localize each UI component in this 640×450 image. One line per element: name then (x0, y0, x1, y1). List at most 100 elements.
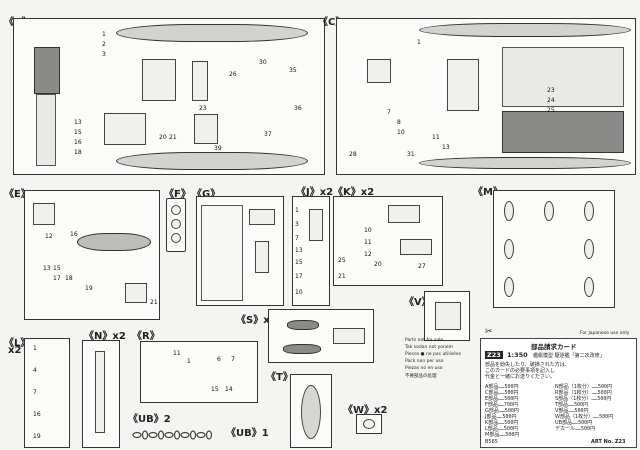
part-f-disc (171, 205, 181, 215)
part-j-mast (309, 209, 323, 241)
part-number: 13 (43, 265, 51, 272)
part-c-block1 (367, 59, 391, 83)
part-number: 25 (547, 107, 555, 114)
price-value: ……500円 (572, 420, 593, 426)
part-number: 4 (33, 367, 37, 374)
part-number: 23 (199, 105, 207, 112)
price-part: G部品 (485, 408, 499, 414)
part-number: 6 (217, 356, 221, 363)
part-number: 15 (211, 386, 219, 393)
price-value: ……500円 (591, 390, 612, 396)
part-number: 1 (187, 358, 191, 365)
part-number: 7 (295, 235, 299, 242)
part-number: 16 (74, 139, 82, 146)
part-number: 12 (364, 251, 372, 258)
price-part: J部品 (485, 414, 497, 420)
price-value: ……500円 (497, 426, 518, 432)
part-number: 1 (295, 207, 299, 214)
part-e-block1 (33, 203, 55, 225)
price-part: C部品 (485, 390, 499, 396)
part-number: 27 (418, 263, 426, 270)
sprue-s (268, 309, 374, 363)
sprue-a: 1 2 3 13 15 16 18 20 21 23 26 30 35 36 3… (13, 18, 325, 175)
part-number: 35 (289, 67, 297, 74)
part-s-aircraft (287, 320, 319, 330)
part-number: 16 (33, 411, 41, 418)
sprue-g (196, 196, 284, 306)
part-number: 37 (264, 131, 272, 138)
sprue-w (356, 414, 382, 434)
price-part: N部品（1枚分） (555, 384, 592, 390)
part-number: 15 (74, 129, 82, 136)
notice-line: Pieces ● ne pas utilisées (405, 352, 462, 357)
part-number: 15 (53, 265, 61, 272)
part-v-block (435, 302, 461, 330)
part-g-block (255, 241, 269, 273)
kit-name: 艦艇模型 駆逐艦「第二次改修」 (533, 353, 605, 359)
kit-code: Z23 (485, 351, 503, 359)
price-part: UB部品 (555, 420, 573, 426)
price-value: ……500円 (591, 396, 612, 402)
price-part: E部品 (485, 396, 499, 402)
part-m-boat (504, 239, 514, 259)
price-part: R部品（1枚分） (555, 390, 592, 396)
sprue-j: 1 3 7 13 15 17 10 (292, 196, 330, 306)
part-m-boat (544, 201, 554, 221)
sprue-label-ub1: 《UB》1 (226, 428, 269, 439)
part-number: 2 (102, 41, 106, 48)
order-card-header: 部品請求カード (531, 343, 577, 351)
part-number: 23 (547, 87, 555, 94)
part-m-boat (584, 201, 594, 221)
hull-side-lower (116, 152, 308, 170)
part-number: 7 (33, 389, 37, 396)
part-number: 11 (432, 134, 440, 141)
hull-side-c-lower (419, 157, 631, 169)
part-number: 31 (407, 151, 415, 158)
part-number: 25 (338, 257, 346, 264)
price-part: F部品 (485, 402, 498, 408)
part-number: 18 (74, 149, 82, 156)
sprue-f (166, 198, 186, 252)
part-number: 18 (65, 275, 73, 282)
order-card-text: このカードの必要事項を記入し (485, 368, 556, 374)
sprue-e: 12 16 13 15 17 18 19 21 (24, 190, 160, 320)
deck-part-a (34, 47, 60, 94)
price-value: ……500円 (499, 432, 520, 438)
price-value: ……700円 (497, 402, 518, 408)
part-number: 36 (294, 105, 302, 112)
price-part: K部品 (485, 420, 499, 426)
part-c-block2 (447, 59, 479, 111)
part-a-block2 (192, 61, 208, 101)
part-number: 24 (547, 97, 555, 104)
part-number: 21 (169, 134, 177, 141)
part-number: 16 (70, 231, 78, 238)
price-value: ……500円 (575, 426, 596, 432)
sprue-c: 7 8 10 11 13 23 24 25 28 31 1 (336, 18, 636, 175)
order-card-text: 代金と一緒にお送りください。 (485, 374, 556, 380)
deck-c-lower (502, 111, 624, 153)
part-number: 3 (102, 51, 106, 58)
price-value: ……500円 (496, 414, 517, 420)
part-number: 1 (33, 345, 37, 352)
sprue-label-r: 《R》 (132, 331, 160, 342)
sprue-qty-l: x2 (8, 345, 22, 356)
part-number: 28 (349, 151, 357, 158)
price-value: ……500円 (591, 384, 612, 390)
sprue-label-w: 《W》x2 (343, 405, 388, 416)
price-value: ……500円 (568, 402, 589, 408)
price-part: M部品 (485, 432, 500, 438)
price-part: V部品 (555, 408, 569, 414)
price-value: ……500円 (593, 414, 614, 420)
sprue-label-n: 《N》x2 (84, 331, 126, 342)
part-s-aircraft (283, 344, 321, 354)
notice-line: 不要部品の処理 (405, 374, 437, 379)
part-e-block2 (125, 283, 147, 303)
price-part: W部品（1枚分） (555, 414, 594, 420)
part-k-block (388, 205, 420, 223)
sprue-label-ub2: 《UB》2 (128, 414, 171, 425)
price-part: T部品 (555, 402, 569, 408)
sprue-label-f: 《F》 (164, 189, 191, 200)
part-m-boat (584, 277, 594, 297)
price-part: S部品（1枚分） (555, 396, 592, 402)
